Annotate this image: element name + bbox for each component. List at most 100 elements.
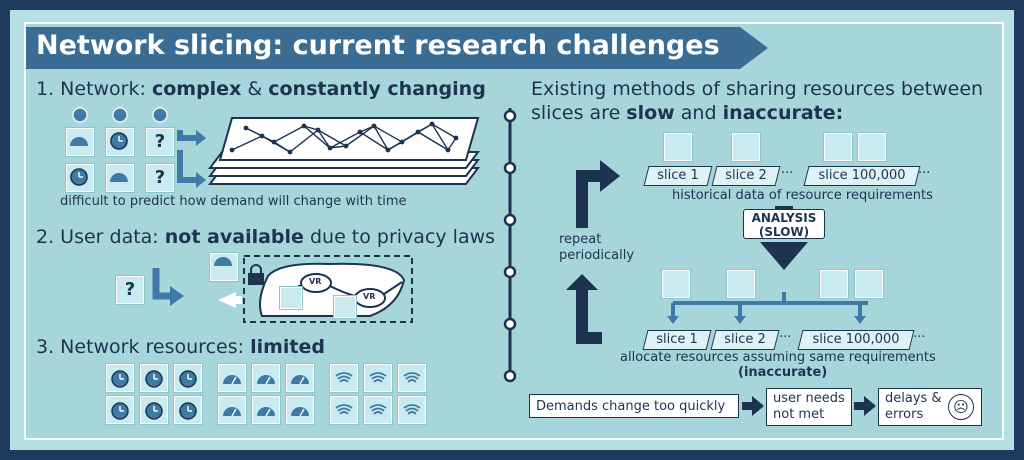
slice-bottom-3: slice 100,000 [797,330,915,350]
page-title: Network slicing: current research challe… [36,30,720,61]
privacy-boundary [243,255,413,323]
flow-arrow-2 [864,396,876,416]
ellipsis-bottom-2: ··· [913,330,926,345]
speedometer-icon [218,396,246,424]
section2-prefix: 2. User data: [36,226,165,248]
clock-icon [174,396,202,424]
branch-arrow-bottom [177,150,196,183]
section3-bold: limited [250,336,325,358]
clock-icon [106,396,134,424]
slice-bottom-2-label: slice 2 [724,332,766,347]
allocate-caption: allocate resources assuming same require… [620,350,936,365]
bandwidth-icon [330,364,358,392]
user-needs-line2: not met [773,407,825,422]
bandwidth-icon [364,396,392,424]
slice-top-3: slice 100,000 [803,166,921,186]
section2-suffix: due to privacy laws [303,226,496,248]
section2-bold: not available [164,226,304,248]
speedometer-icon [732,133,760,161]
slice-top-2: slice 2 [711,166,781,186]
lock-icon [248,264,264,285]
section1-caption: difficult to predict how demand will cha… [60,194,407,209]
sad-face-icon: ☹ [948,394,974,420]
speedometer-icon [252,364,280,392]
speedometer-icon [280,287,302,309]
speedometer-icon [286,396,314,424]
clock-icon [140,364,168,392]
repeat-label: repeat [559,232,602,247]
right-heading-line2: slices are slow and inaccurate: [531,102,843,124]
ellipsis-top-2: ··· [918,166,931,181]
section2-heading: 2. User data: not available due to priva… [36,226,495,248]
speedometer-icon [286,364,314,392]
bandwidth-icon [364,364,392,392]
section1-mid: & [241,78,269,100]
inaccurate-label: (inaccurate) [738,365,828,380]
speedometer-icon [252,396,280,424]
section3-heading: 3. Network resources: limited [36,336,325,358]
speedometer-icon [106,164,134,192]
section3-prefix: 3. Network resources: [36,336,251,358]
loop-arrow-up [576,170,602,228]
user-needs-line1: user needs [773,391,845,406]
clock-icon [855,270,883,298]
right-heading-inaccurate: inaccurate: [722,102,844,124]
speedometer-icon [727,270,755,298]
slice-bottom-1-label: slice 1 [656,332,698,347]
flow-box-demands: Demands change too quickly [529,394,739,418]
speedometer-icon [820,270,848,298]
flow-arrow-1 [752,396,764,416]
analysis-box: ANALYSIS (SLOW) [743,209,825,239]
flow-box-user-needs: user needs not met [766,388,852,426]
slice-top-1-label: slice 1 [657,168,699,183]
question-mark-2: ? [154,167,166,188]
clock-icon [662,270,690,298]
slice-top-2-label: slice 2 [725,168,767,183]
delays-line2: errors [885,407,924,422]
unknown-box-icon [146,164,174,192]
section1-heading: 1. Network: complex & constantly changin… [36,78,486,100]
right-heading-mid: and [674,102,723,124]
clock-icon [140,396,168,424]
bandwidth-icon [330,396,358,424]
section1-bold-changing: constantly changing [268,78,486,100]
slice-top-3-label: slice 100,000 [818,168,906,183]
bandwidth-icon [398,396,426,424]
periodically-label: periodically [559,248,635,263]
vr-label-2: VR [363,292,376,301]
ellipsis-bottom-1: ··· [779,330,792,345]
bandwidth-icon [398,364,426,392]
unknown-box-icon [146,128,174,156]
vr-label-1: VR [309,277,322,286]
delays-line1: delays & [885,391,942,406]
clock-icon [858,133,886,161]
slice-bottom-2: slice 2 [710,330,780,350]
network-layers-icon [208,117,480,185]
slice-top-1: slice 1 [643,166,713,186]
unknown-user-box-icon [116,276,144,304]
clock-icon [106,364,134,392]
clock-icon [174,364,202,392]
slice-bottom-1: slice 1 [642,330,712,350]
right-heading-line1: Existing methods of sharing resources be… [531,78,984,100]
down-right-arrow [152,268,170,300]
white-left-arrow [218,292,236,308]
branch-arrow-top [177,130,196,141]
analysis-label: ANALYSIS [751,211,817,225]
slice-bottom-3-label: slice 100,000 [812,332,900,347]
speedometer-icon [218,364,246,392]
speedometer-icon [824,133,852,161]
right-heading-prefix: slices are [531,102,627,124]
speedometer-icon [334,296,356,318]
section1-prefix: 1. Network: [36,78,152,100]
loop-arrow-return [576,288,602,344]
ellipsis-top-1: ··· [781,166,794,181]
clock-icon [664,133,692,161]
title-banner-shape [26,27,768,69]
analysis-down-arrow [760,242,808,270]
